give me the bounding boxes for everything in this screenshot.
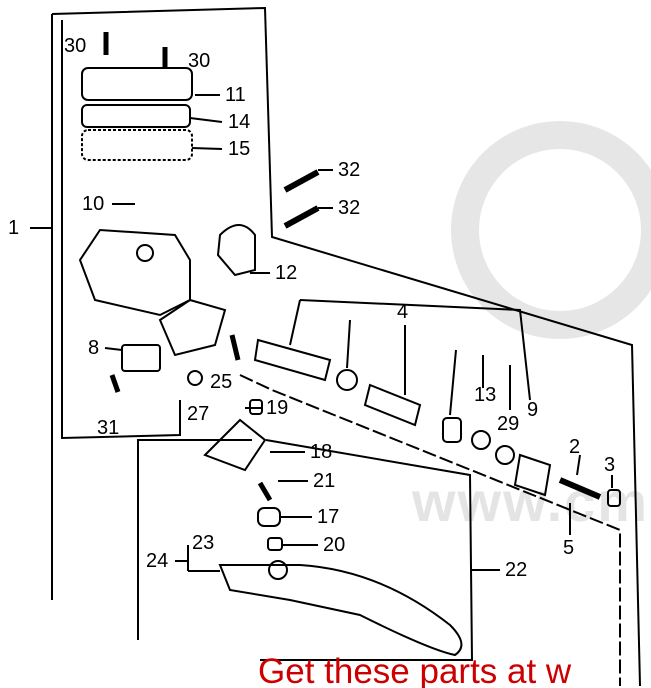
callout-22: 22 bbox=[505, 559, 528, 581]
callout-30b: 30 bbox=[188, 50, 211, 72]
callout-12: 12 bbox=[275, 262, 298, 284]
callout-20: 20 bbox=[323, 534, 346, 556]
callout-9: 9 bbox=[527, 399, 539, 421]
callout-1: 1 bbox=[8, 217, 20, 239]
callout-4: 4 bbox=[397, 301, 409, 323]
callout-31: 31 bbox=[97, 417, 120, 439]
callout-19: 19 bbox=[266, 397, 289, 419]
assembly-frame bbox=[51, 6, 641, 687]
callout-21: 21 bbox=[313, 470, 336, 492]
callout-25: 25 bbox=[210, 371, 233, 393]
callout-32b: 32 bbox=[338, 197, 361, 219]
callout-29: 29 bbox=[497, 413, 520, 435]
callout-13: 13 bbox=[474, 384, 497, 406]
callout-18: 18 bbox=[310, 441, 333, 463]
callout-24: 24 bbox=[146, 550, 169, 572]
callout-15: 15 bbox=[228, 138, 251, 160]
lever-box bbox=[137, 439, 252, 640]
callout-3: 3 bbox=[604, 454, 616, 476]
callout-8: 8 bbox=[88, 337, 100, 359]
callout-23: 23 bbox=[192, 532, 215, 554]
callout-17: 17 bbox=[317, 506, 340, 528]
callout-5: 5 bbox=[563, 537, 575, 559]
callout-27: 27 bbox=[187, 403, 210, 425]
callout-2: 2 bbox=[569, 436, 581, 458]
callout-30a: 30 bbox=[64, 35, 87, 57]
callout-10: 10 bbox=[82, 193, 105, 215]
callout-14: 14 bbox=[228, 111, 251, 133]
master-cylinder-box bbox=[61, 20, 181, 440]
get-parts-link[interactable]: Get these parts at w bbox=[258, 652, 572, 688]
watermark-logo bbox=[451, 121, 651, 339]
callout-11: 11 bbox=[225, 84, 246, 106]
callout-32a: 32 bbox=[338, 159, 361, 181]
